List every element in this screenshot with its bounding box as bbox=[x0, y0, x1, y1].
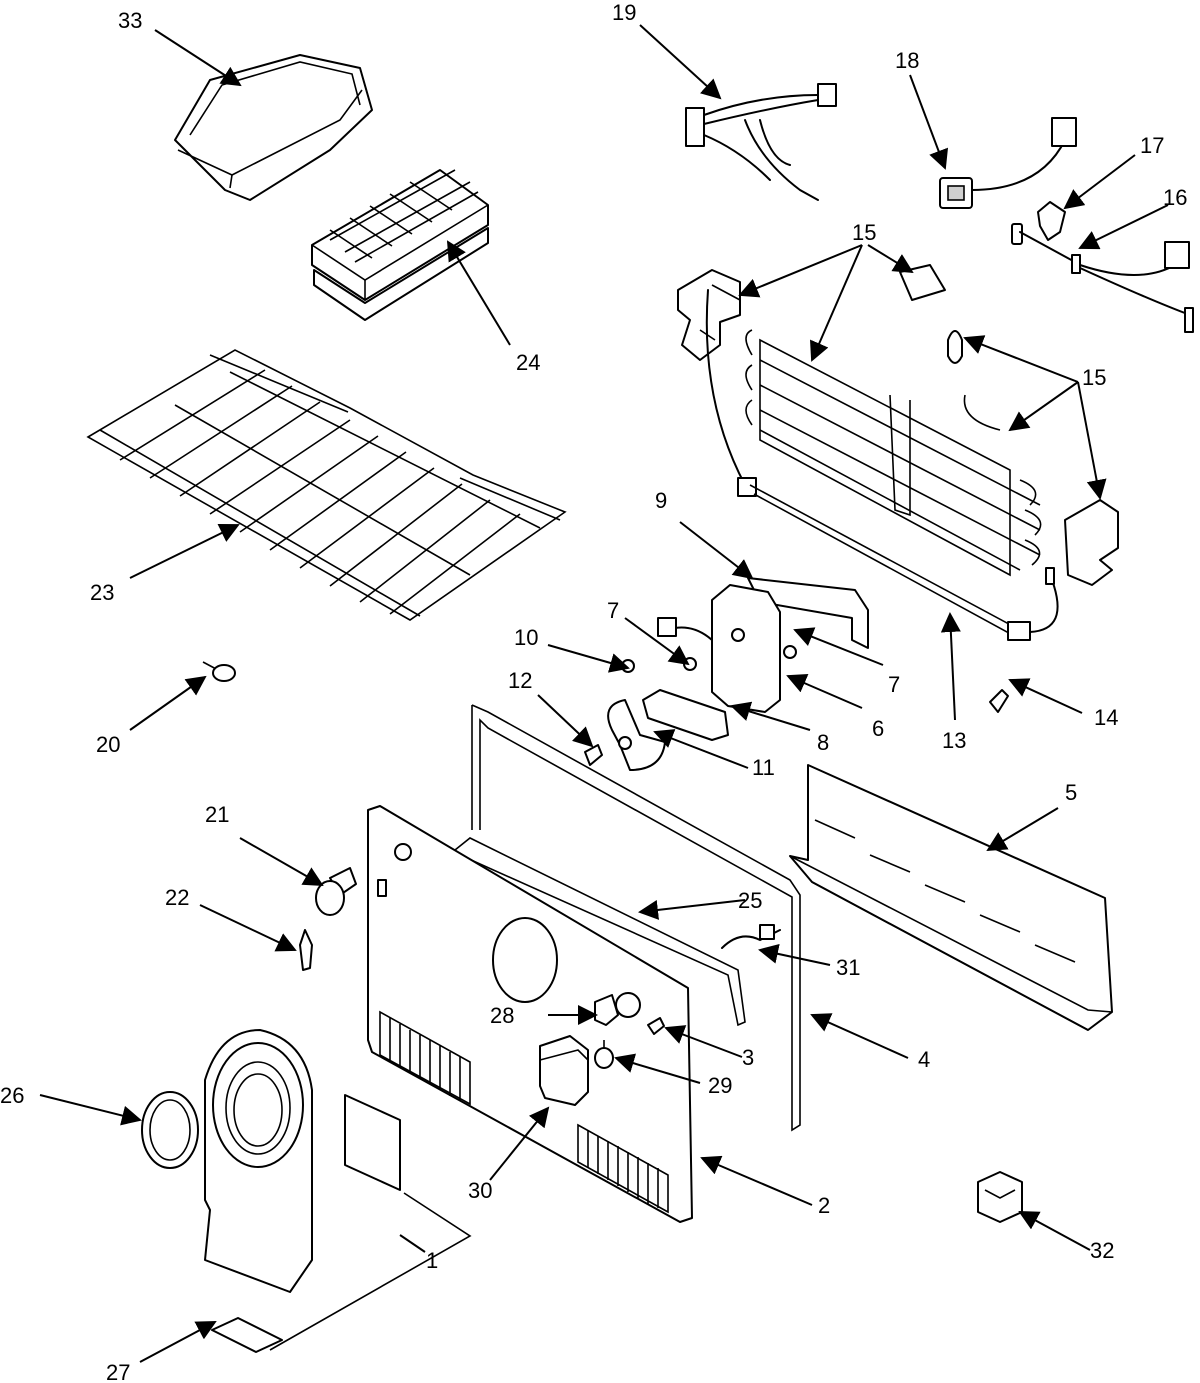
callout-10: 10 bbox=[514, 625, 538, 650]
callout-27: 27 bbox=[106, 1360, 130, 1383]
screw-part-3 bbox=[647, 1017, 665, 1035]
callout-9: 9 bbox=[655, 488, 667, 513]
callout-6: 6 bbox=[872, 716, 884, 741]
screw-part-12 bbox=[584, 744, 603, 766]
clip-part bbox=[299, 929, 313, 971]
callout-7a: 7 bbox=[607, 598, 619, 623]
callout-30: 30 bbox=[468, 1178, 492, 1203]
fan-shroud-part bbox=[204, 1029, 472, 1351]
defrost-heater-part bbox=[705, 289, 1059, 641]
pad-part bbox=[211, 1317, 283, 1353]
callout-21: 21 bbox=[205, 802, 229, 827]
gasket-frame-part bbox=[454, 704, 801, 1132]
callout-14: 14 bbox=[1094, 705, 1118, 730]
light-shield-part bbox=[539, 1035, 589, 1106]
callout-13: 13 bbox=[942, 728, 966, 753]
callout-15a: 15 bbox=[852, 220, 876, 245]
ring-part bbox=[141, 1091, 199, 1169]
callout-18: 18 bbox=[895, 48, 919, 73]
callout-12: 12 bbox=[508, 668, 532, 693]
grommet-part bbox=[683, 645, 797, 671]
lamp-harness-part bbox=[721, 924, 781, 949]
callout-2: 2 bbox=[818, 1193, 830, 1218]
callout-15b: 15 bbox=[1082, 365, 1106, 390]
switch-part bbox=[977, 1171, 1023, 1223]
callout-28: 28 bbox=[490, 1003, 514, 1028]
callout-11: 11 bbox=[752, 755, 775, 780]
knob-part bbox=[315, 867, 357, 916]
clip-bracket-part bbox=[1037, 201, 1066, 241]
wire-harness-part bbox=[685, 83, 837, 201]
ice-bin-part bbox=[174, 54, 373, 201]
callout-7b: 7 bbox=[888, 672, 900, 697]
callout-8: 8 bbox=[817, 730, 829, 755]
sensor-harness-part bbox=[1011, 223, 1194, 333]
callout-33: 33 bbox=[118, 8, 142, 33]
fan-motor-part bbox=[657, 584, 781, 713]
thermostat-part bbox=[939, 117, 1077, 209]
mount-plate-part bbox=[642, 689, 729, 741]
callout-1: 1 bbox=[426, 1248, 438, 1273]
back-panel-part bbox=[367, 805, 693, 1223]
callout-23: 23 bbox=[90, 580, 114, 605]
callout-4: 4 bbox=[918, 1047, 930, 1072]
channel-bracket-part bbox=[789, 764, 1113, 1031]
callout-29: 29 bbox=[708, 1073, 732, 1098]
callout-22: 22 bbox=[165, 885, 189, 910]
wire-shelf-part bbox=[86, 349, 567, 621]
callout-26: 26 bbox=[0, 1083, 24, 1108]
ice-trays-part bbox=[311, 169, 489, 321]
callout-25: 25 bbox=[738, 888, 762, 913]
callout-17: 17 bbox=[1140, 133, 1164, 158]
screw-part bbox=[989, 689, 1009, 713]
light-socket-part bbox=[594, 994, 619, 1069]
callout-5: 5 bbox=[1065, 780, 1077, 805]
callout-19: 19 bbox=[612, 0, 636, 25]
callout-32: 32 bbox=[1090, 1238, 1114, 1263]
stud-part bbox=[202, 661, 236, 682]
callout-20: 20 bbox=[96, 732, 120, 757]
callout-31: 31 bbox=[836, 955, 860, 980]
callout-24: 24 bbox=[516, 350, 540, 375]
leader-lines bbox=[39, 24, 1169, 1363]
callout-3: 3 bbox=[742, 1045, 754, 1070]
callout-16: 16 bbox=[1163, 185, 1187, 210]
evaporator-assembly-part bbox=[677, 264, 1119, 586]
